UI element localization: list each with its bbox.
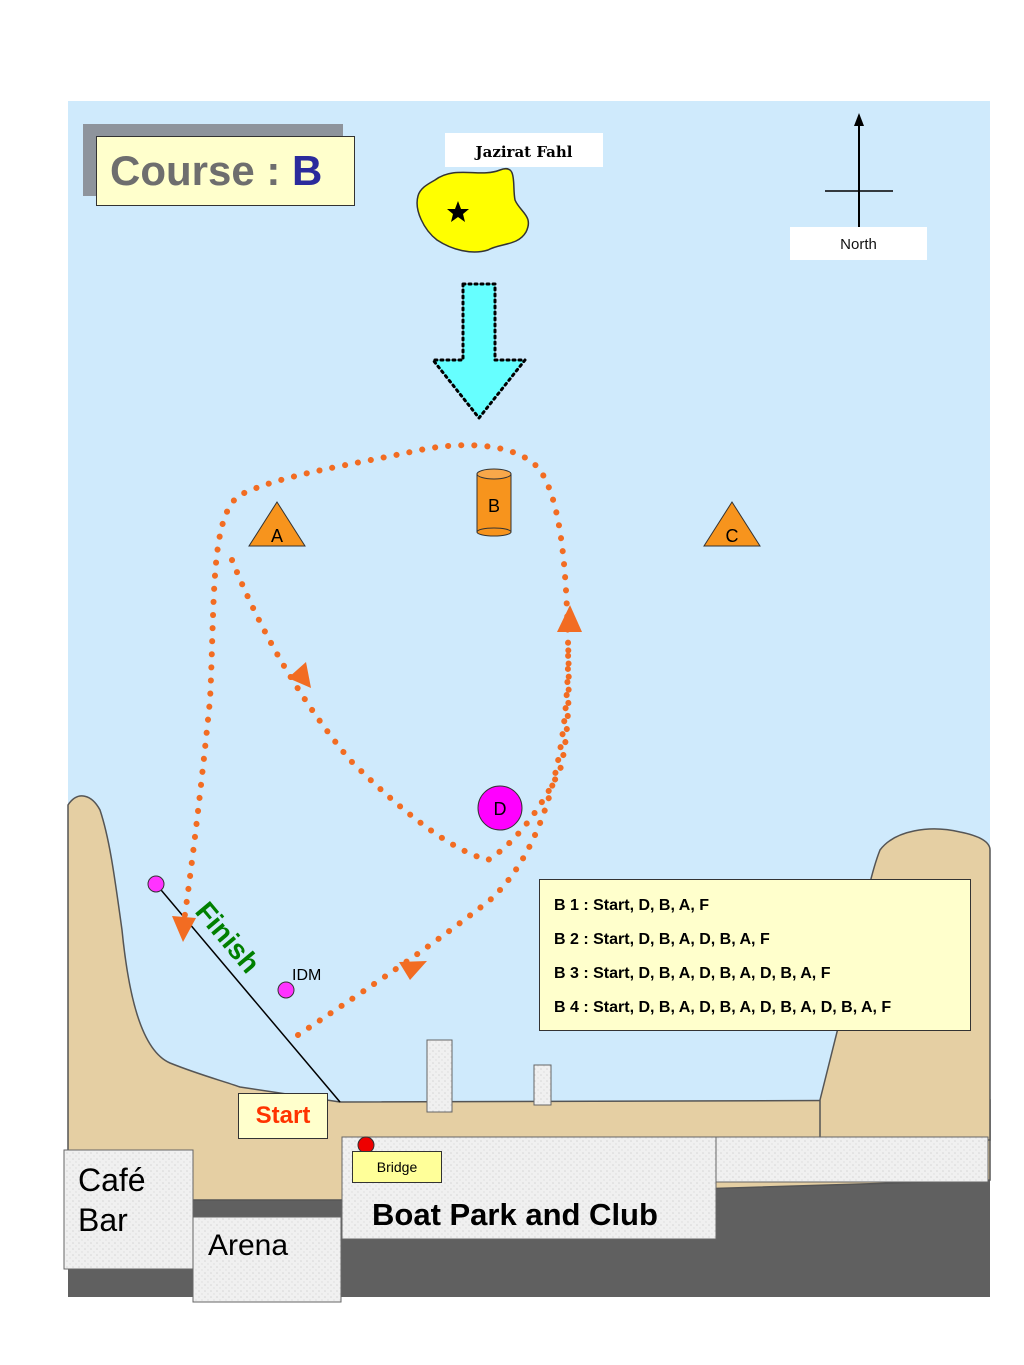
mark-d-circle [477, 785, 523, 831]
route-arrow-south [172, 916, 196, 942]
boat-park-label: Boat Park and Club [372, 1197, 658, 1232]
idm-buoy [277, 981, 295, 999]
mark-a-triangle [248, 501, 306, 547]
mark-c-triangle [703, 501, 761, 547]
building-strip-right [715, 1136, 989, 1183]
island-label: Jazirat Fahl [445, 133, 603, 167]
course-title: Course : B [96, 136, 355, 206]
north-label: North [790, 227, 927, 260]
mark-b-cylinder [476, 468, 512, 537]
finish-pin-buoy [147, 875, 165, 893]
north-arrow-icon [825, 113, 893, 227]
star-icon [447, 201, 469, 222]
route-arrow-north [557, 605, 582, 632]
legend-row: B 3 : Start, D, B, A, D, B, A, D, B, A, … [554, 965, 831, 982]
arena-label: Arena [208, 1229, 289, 1262]
pier-post-1 [426, 1039, 453, 1113]
mark-d-label: D [494, 799, 507, 819]
idm-label: IDM [292, 967, 321, 984]
cafe-bar-label: Café Bar [78, 1160, 146, 1240]
route-arrow-southeast [288, 662, 311, 688]
mark-a-label: A [271, 526, 283, 546]
cafe-label: Café [78, 1162, 146, 1198]
course-letter: B [292, 147, 323, 194]
course-legend: B 1 : Start, D, B, A, F B 2 : Start, D, … [539, 879, 971, 1031]
mark-c-label: C [726, 526, 739, 546]
course-title-prefix: Course : [110, 147, 293, 194]
bar-label: Bar [78, 1202, 128, 1238]
pier-post-2 [533, 1064, 552, 1106]
route-arrow-northeast [399, 961, 427, 980]
island-jazirat-fahl [416, 167, 530, 253]
wind-arrow-icon [429, 282, 529, 421]
start-label: Start [238, 1093, 328, 1139]
legend-row: B 1 : Start, D, B, A, F [554, 897, 709, 914]
legend-row: B 2 : Start, D, B, A, D, B, A, F [554, 931, 770, 948]
cafe-bar-building [63, 1149, 194, 1270]
bridge-label: Bridge [352, 1151, 442, 1183]
arena-building [192, 1216, 342, 1303]
legend-row: B 4 : Start, D, B, A, D, B, A, D, B, A, … [554, 999, 892, 1016]
mark-b-label: B [488, 496, 500, 516]
